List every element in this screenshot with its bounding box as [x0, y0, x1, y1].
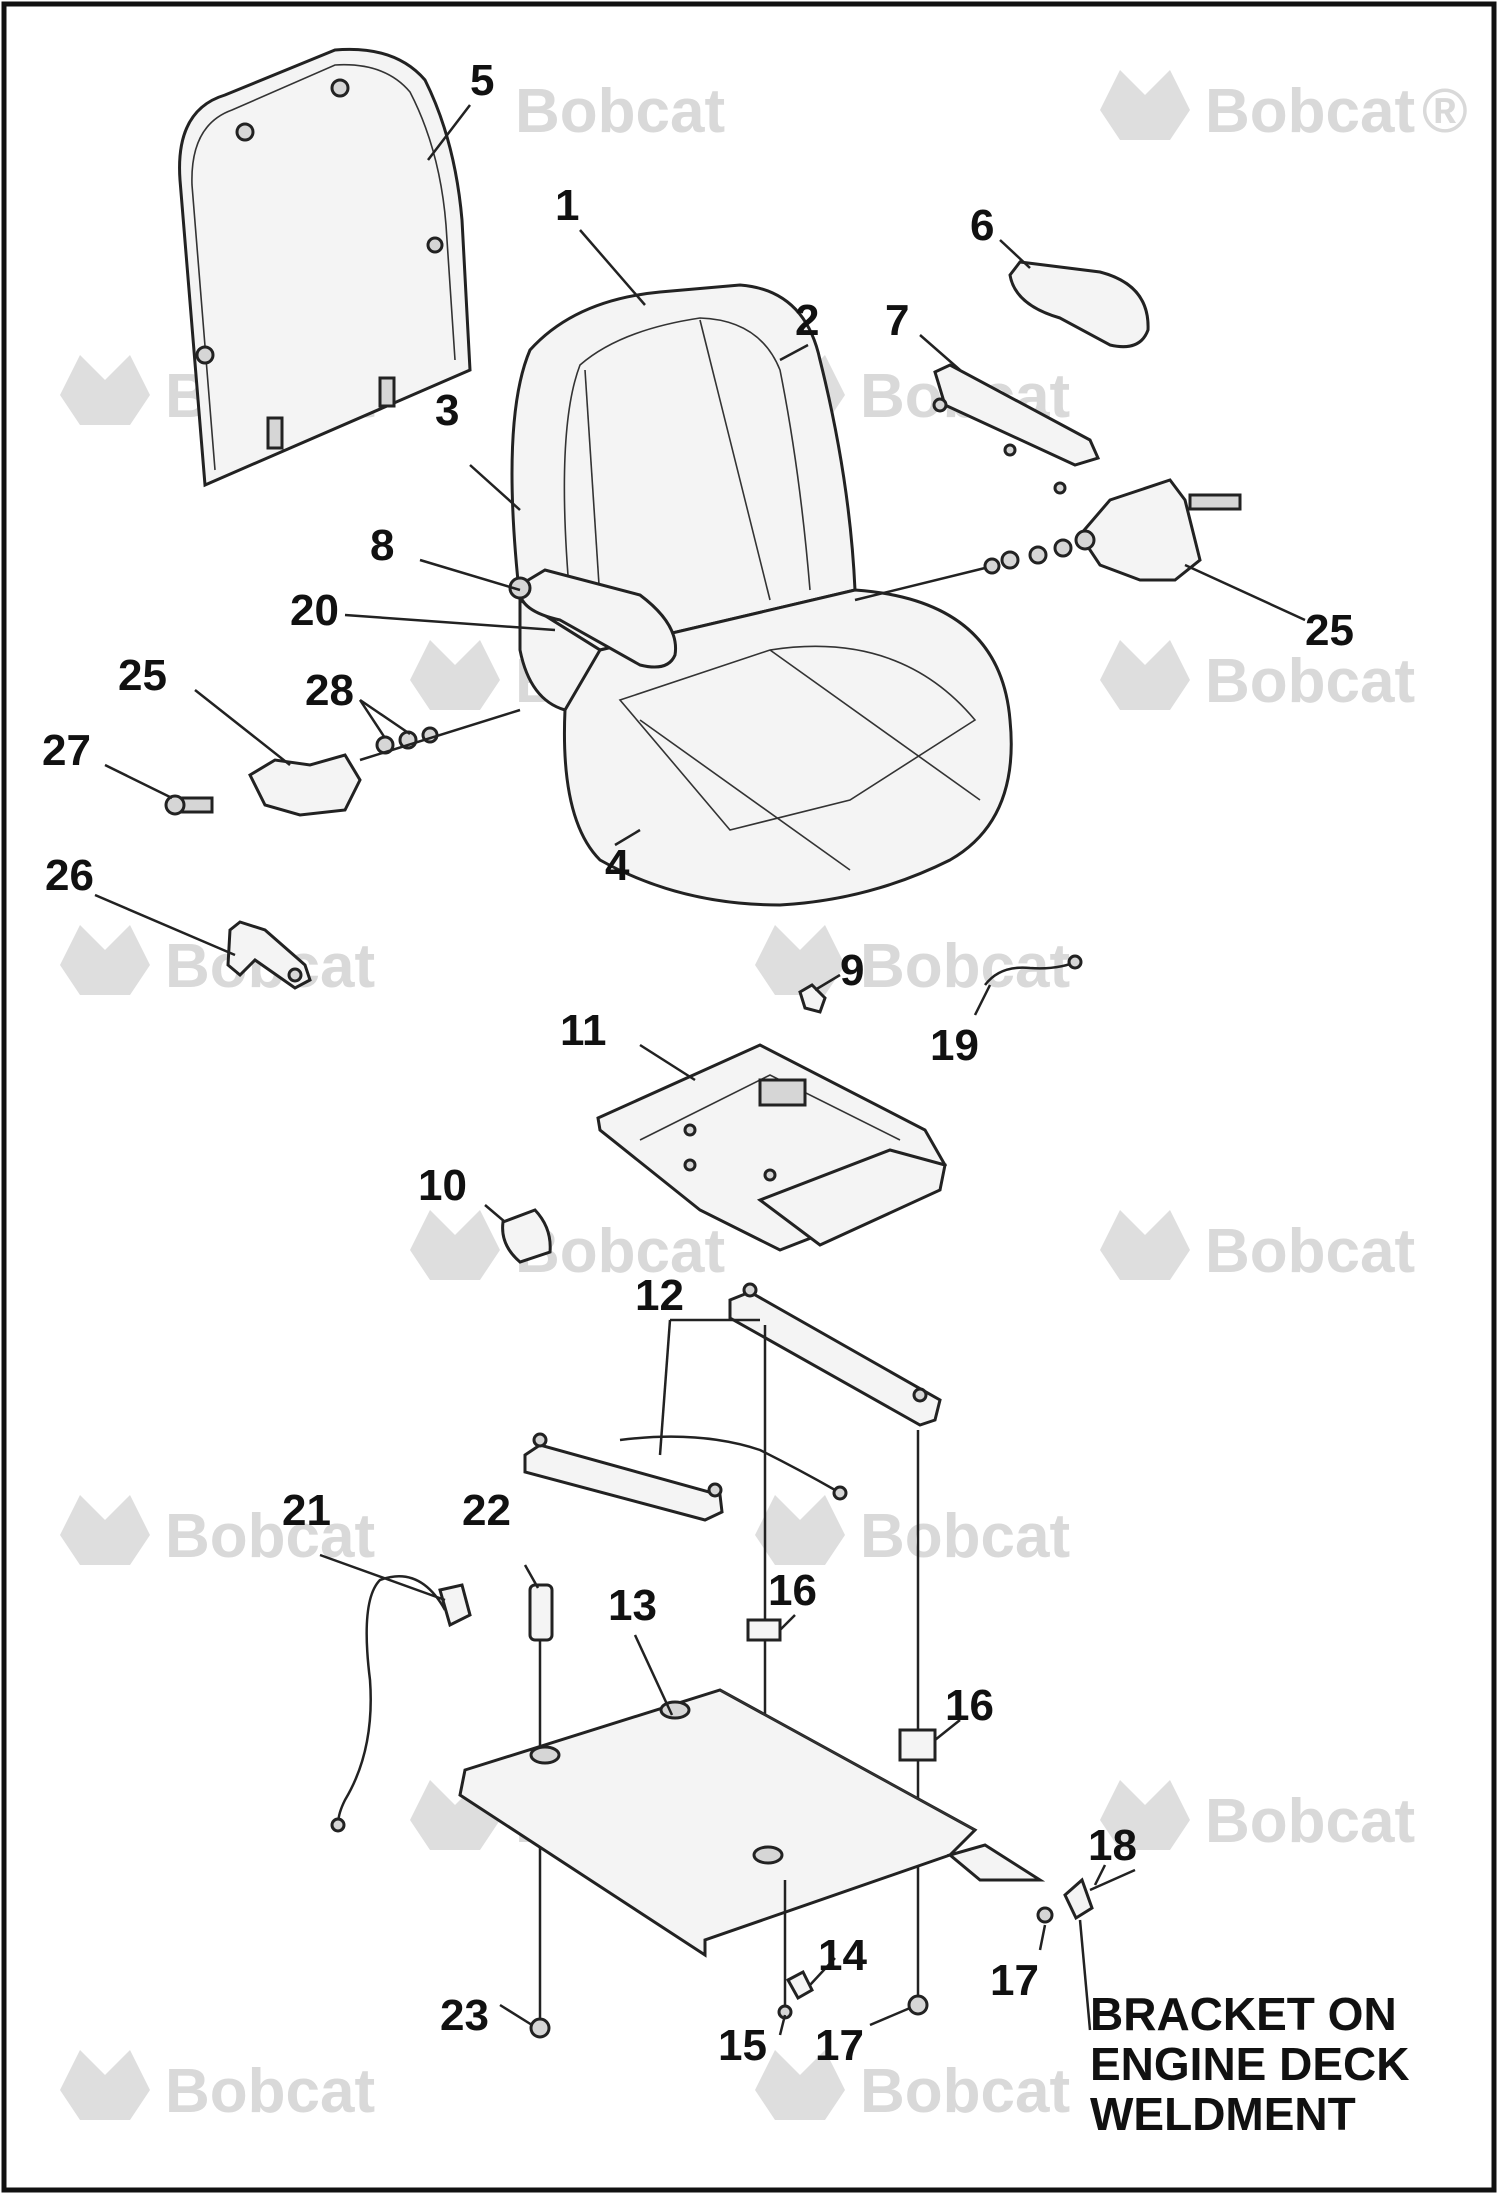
callout-17: 17 — [815, 2021, 864, 2070]
bobcat-head-logo-icon — [755, 2050, 845, 2120]
part-seat-assembly — [510, 283, 1013, 907]
part-hardware — [529, 1868, 1136, 2039]
watermark: Bobcat ® — [1100, 70, 1468, 146]
bobcat-head-logo-icon — [60, 1495, 150, 1565]
watermark-text: Bobcat — [1205, 1787, 1415, 1856]
note-line-2: ENGINE DECK — [1090, 2038, 1409, 2090]
watermark: Bobcat — [60, 925, 375, 1001]
callout-22: 21 — [282, 1486, 331, 1535]
watermark-text: Bobcat — [515, 77, 725, 146]
callout-5: 5 — [470, 56, 494, 105]
callout-20: 19 — [930, 1021, 979, 1070]
bobcat-head-logo-icon — [410, 640, 500, 710]
callout-13: 13 — [608, 1581, 657, 1630]
part-cable — [984, 954, 1083, 986]
callout-28: 28 — [305, 666, 354, 715]
watermark: Bobcat — [755, 1495, 1070, 1571]
part-bumper — [501, 1208, 552, 1264]
part-spacer — [746, 1618, 937, 1762]
watermark-text: Bobcat — [1205, 77, 1415, 146]
callout-21: 20 — [290, 586, 339, 635]
bobcat-head-logo-icon — [755, 1495, 845, 1565]
watermark-text: Bobcat — [165, 1502, 375, 1571]
callout-25-left: 25 — [118, 651, 167, 700]
callout-24: 23 — [440, 1991, 489, 2040]
callout-6: 6 — [970, 201, 994, 250]
part-seat-belt-right — [854, 478, 1242, 602]
callout-16-bottom: 16 — [945, 1681, 994, 1730]
note-line-3: WELDMENT — [1090, 2088, 1356, 2140]
watermark-text: Bobcat — [1205, 647, 1415, 716]
callout-4: 4 — [605, 841, 630, 890]
part-clip — [798, 983, 827, 1014]
callout-11: 11 — [560, 1006, 607, 1055]
watermark-mark: ® — [1422, 77, 1468, 146]
callout-1: 1 — [555, 181, 579, 230]
bracket-note: BRACKET ON ENGINE DECK WELDMENT — [1090, 1988, 1409, 2140]
part-armrest-pad — [1008, 260, 1150, 349]
bobcat-head-logo-icon — [60, 355, 150, 425]
bobcat-head-logo-icon — [1100, 70, 1190, 140]
part-wire-harness — [330, 1575, 472, 1833]
part-slide-rails — [523, 1282, 942, 2000]
part-armrest-bracket — [932, 363, 1101, 495]
watermark-text: Bobcat — [860, 932, 1070, 1001]
watermark-text: Bobcat — [1205, 1217, 1415, 1286]
callout-18: 17 — [990, 1956, 1039, 2005]
callout-12: 12 — [635, 1271, 684, 1320]
watermark: Bobcat — [1100, 640, 1415, 716]
callout-14: 14 — [818, 1931, 867, 1980]
leader-lines — [94, 104, 1306, 2036]
watermark: Bobcat — [1100, 1210, 1415, 1286]
callout-8: 8 — [370, 521, 394, 570]
callout-15: 15 — [718, 2021, 767, 2070]
callout-26: 26 — [45, 851, 94, 900]
callout-9: 9 — [840, 946, 864, 995]
note-line-1: BRACKET ON — [1090, 1988, 1397, 2040]
watermark: Bobcat — [515, 77, 725, 146]
callout-10: 10 — [418, 1161, 467, 1210]
callout-labels: 5 1 2 3 8 20 6 7 25 25 28 27 4 26 9 19 1… — [42, 56, 1354, 2070]
callout-23: 22 — [462, 1486, 511, 1535]
callout-25-right: 25 — [1305, 606, 1354, 655]
watermark: Bobcat — [1100, 1780, 1415, 1856]
watermark: Bobcat — [755, 925, 1070, 1001]
part-bracket — [226, 920, 312, 990]
part-suspension-plate — [596, 1043, 947, 1252]
part-seat-belt-left — [164, 708, 521, 817]
callout-16-top: 16 — [768, 1566, 817, 1615]
bobcat-head-logo-icon — [410, 1210, 500, 1280]
bobcat-head-logo-icon — [60, 2050, 150, 2120]
part-left-armrest — [508, 568, 678, 669]
bobcat-head-logo-icon — [60, 925, 150, 995]
watermark-text: Bobcat — [860, 1502, 1070, 1571]
watermark-text: Bobcat — [165, 2057, 375, 2126]
watermark: Bobcat — [60, 2050, 375, 2126]
bobcat-head-logo-icon — [1100, 1780, 1190, 1850]
bobcat-head-logo-icon — [755, 925, 845, 995]
callout-27: 27 — [42, 726, 91, 775]
watermark: Bobcat — [755, 2050, 1070, 2126]
bobcat-head-logo-icon — [1100, 640, 1190, 710]
watermark: Bobcat — [60, 1495, 375, 1571]
watermark-text: Bobcat — [860, 2057, 1070, 2126]
callout-19: 18 — [1088, 1821, 1137, 1870]
callout-7: 7 — [885, 296, 909, 345]
bobcat-head-logo-icon — [1100, 1210, 1190, 1280]
callout-2: 2 — [795, 296, 819, 345]
part-back-panel — [178, 47, 472, 488]
callout-3: 3 — [435, 386, 459, 435]
